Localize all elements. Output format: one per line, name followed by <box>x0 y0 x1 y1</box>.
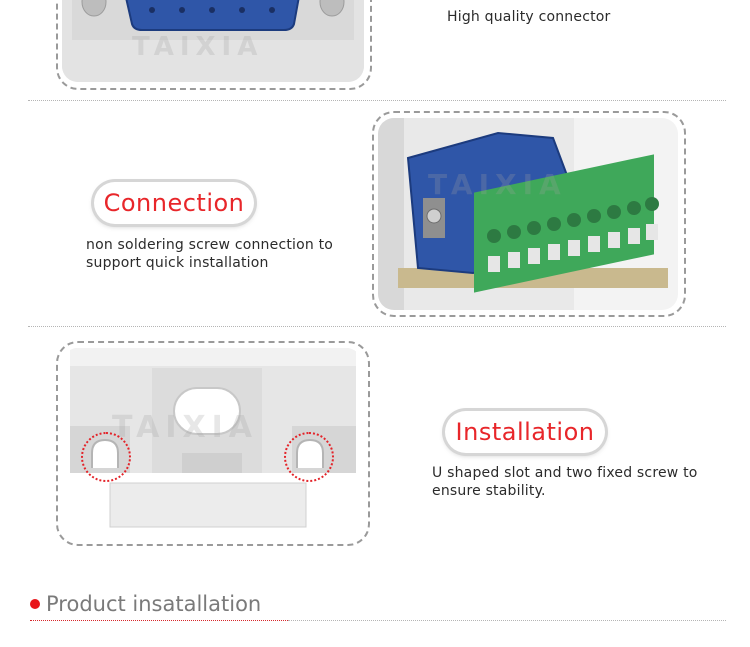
connection-title-badge: Connection <box>94 182 254 224</box>
connector-photo-frame <box>56 0 372 90</box>
product-installation-heading: Product insatallation <box>30 592 261 616</box>
connector-description: High quality connector <box>447 9 611 25</box>
installation-title: Installation <box>455 418 595 446</box>
connection-photo-frame <box>372 111 686 317</box>
heading-underline-accent <box>30 620 288 621</box>
installation-description: U shaped slot and two fixed screw to ens… <box>432 464 722 500</box>
connector-photo: TAIXIA <box>62 0 364 82</box>
connection-desc-line-2: support quick installation <box>86 255 269 271</box>
connection-desc-line-1: non soldering screw connection to <box>86 237 334 253</box>
slot-highlight-left <box>81 432 131 482</box>
section-heading-text: Product insatallation <box>46 592 262 616</box>
vga-port-illustration <box>62 0 364 82</box>
installation-title-badge: Installation <box>445 411 605 453</box>
installation-photo-frame <box>56 341 370 546</box>
divider-2 <box>28 326 726 327</box>
connection-description: non soldering screw connection to suppor… <box>86 236 356 272</box>
connection-title: Connection <box>103 189 245 217</box>
photo-watermark: TAIXIA <box>428 168 567 201</box>
connection-photo: TAIXIA <box>378 118 678 310</box>
photo-watermark: TAIXIA <box>132 32 264 62</box>
installation-desc-line-1: U shaped slot and two fixed screw to <box>432 465 698 481</box>
heading-underline <box>288 620 726 621</box>
red-bullet-icon <box>30 599 40 609</box>
photo-watermark: TAIXIA <box>112 410 259 445</box>
slot-highlight-right <box>284 432 334 482</box>
divider-1 <box>28 100 726 101</box>
terminal-block-illustration <box>378 118 678 310</box>
installation-desc-line-2: ensure stability. <box>432 483 546 499</box>
